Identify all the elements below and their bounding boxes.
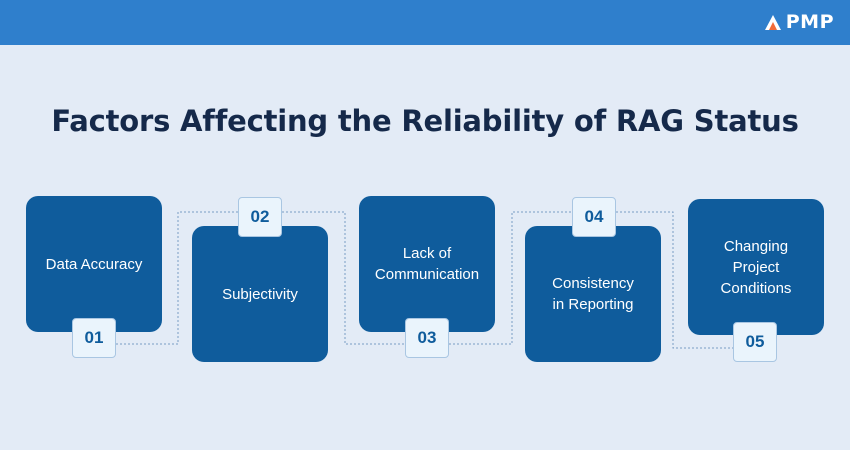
factor-card-4: Consistency in Reporting	[525, 226, 661, 362]
triangle-arrow-icon	[764, 15, 781, 30]
factor-label: Subjectivity	[222, 285, 298, 303]
connector-02-03	[282, 211, 405, 345]
factor-label: Consistency in Reporting	[552, 275, 634, 313]
connector-04-05	[616, 211, 733, 349]
header-bar: PMP	[0, 0, 850, 45]
factor-number-badge-5: 05	[733, 322, 777, 362]
factor-label: Data Accuracy	[45, 255, 143, 273]
factor-card-3: Lack of Communication	[359, 196, 495, 332]
factor-number-badge-1: 01	[72, 318, 116, 358]
factor-card-5: Changing Project Conditions	[688, 199, 824, 335]
factor-number-badge-2: 02	[238, 197, 282, 237]
factor-number-badge-3: 03	[405, 318, 449, 358]
logo-text: PMP	[785, 11, 834, 33]
connector-01-02	[116, 211, 238, 345]
page-title: Factors Affecting the Reliability of RAG…	[51, 104, 799, 138]
factor-number-badge-4: 04	[572, 197, 616, 237]
factor-label: Lack of Communication	[374, 245, 480, 283]
factor-label: Changing Project Conditions	[720, 237, 792, 297]
logo[interactable]: PMP	[763, 10, 834, 34]
factor-card-1: Data Accuracy	[26, 196, 162, 332]
connector-03-04	[449, 211, 572, 345]
factor-card-2: Subjectivity	[192, 226, 328, 362]
